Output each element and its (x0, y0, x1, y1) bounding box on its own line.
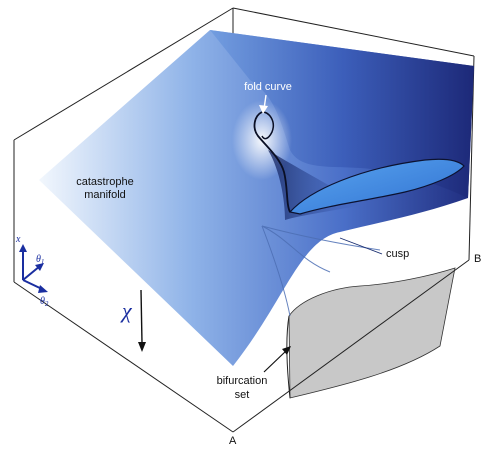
fold-curve-loop (261, 111, 274, 140)
catastrophe-manifold-label-line2: manifold (84, 189, 126, 201)
axis-x-label: x (15, 234, 21, 245)
corner-label-a: A (229, 435, 237, 447)
fold-curve-arrow (259, 94, 268, 114)
axis-theta1-label: θ1 (36, 254, 44, 266)
bifurcation-set-edges (286, 315, 291, 399)
bifurcation-set-label-line2: set (235, 389, 250, 401)
fold-curve-line (253, 111, 291, 213)
cusp-pointer-line (339, 237, 383, 255)
bifurcation-set-label-line1: bifurcation (217, 375, 268, 387)
axis-theta2-label: θ2 (40, 296, 49, 308)
chi-label: χ (120, 298, 133, 323)
upper-sheet-shade (210, 30, 474, 198)
fold-curve-label: fold curve (244, 81, 292, 93)
corner-label-b: B (474, 253, 481, 265)
cusp-label: cusp (386, 248, 409, 260)
bounding-box-front (13, 55, 475, 433)
catastrophe-manifold-label-line1: catastrophe (76, 176, 133, 188)
axis-legend (19, 244, 48, 293)
fold-lip (288, 158, 465, 215)
bifurcation-set-region (288, 267, 456, 399)
bifurcation-arrow (263, 346, 291, 373)
chi-arrow (138, 289, 146, 352)
